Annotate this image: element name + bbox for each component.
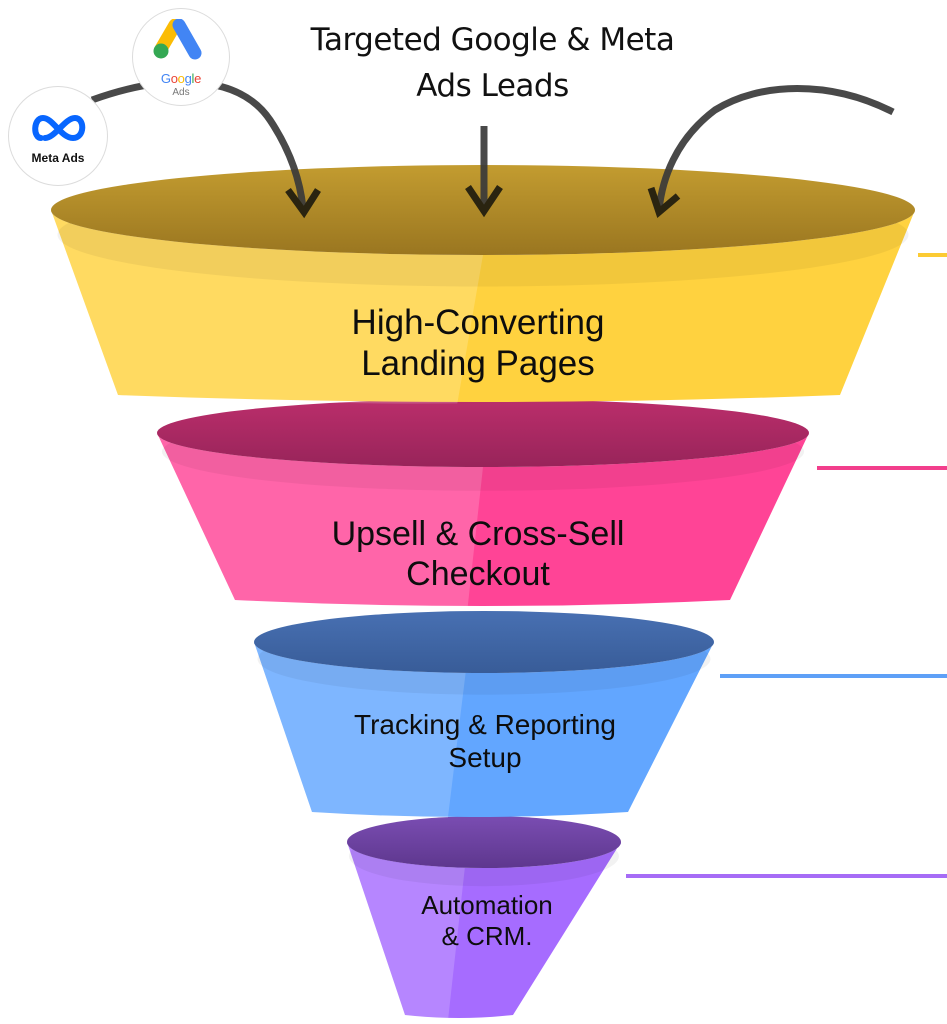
title-line-2: Ads Leads	[416, 68, 569, 104]
google-ads-sublabel: Ads	[172, 87, 190, 98]
left-arrowhead-icon	[285, 187, 321, 219]
funnel-body	[157, 433, 809, 606]
stage-label-line-1: Upsell & Cross-Sell	[331, 515, 625, 553]
google-wordmark: Google	[133, 71, 229, 86]
funnel-stage-upsell	[157, 399, 809, 608]
funnel-highlight	[157, 433, 483, 608]
google-wordmark-letter: o	[177, 71, 185, 86]
funnel-highlight	[51, 210, 483, 404]
funnel-stage-automation	[346, 816, 621, 1019]
funnel-highlight	[346, 842, 465, 1019]
funnel-stage-tracking	[253, 611, 714, 819]
funnel-rim	[157, 399, 809, 467]
center-arrowhead-icon	[465, 185, 503, 218]
title-box-lower	[385, 70, 600, 126]
meta-ads-label: Meta Ads	[31, 151, 85, 165]
google-wordmark-letter: l	[191, 71, 195, 86]
stage-label-line-2: Setup	[448, 742, 522, 774]
google-wordmark-letter: G	[160, 71, 171, 86]
stage-label-line-1: Tracking & Reporting	[354, 709, 616, 740]
google-ads-icon	[153, 19, 202, 60]
stage-label-line-1: High-Converting	[351, 303, 605, 342]
right-curved-arrow	[655, 85, 895, 211]
meta-infinity-icon	[32, 114, 86, 142]
stage-label-upsell: Upsell & Cross-Sell Checkout	[332, 514, 625, 594]
funnel-rim	[254, 611, 714, 673]
google-ads-logo: Google Ads	[132, 8, 230, 106]
funnel-highlight	[253, 642, 466, 819]
funnel-stage-landing-pages	[51, 165, 915, 404]
google-wordmark-letter: o	[170, 71, 178, 86]
funnel-body	[254, 642, 714, 817]
stage-label-landing-pages: High-Converting Landing Pages	[352, 302, 605, 385]
meta-ads-logo: Meta Ads	[8, 86, 108, 186]
stage-label-line-2: & CRM.	[441, 920, 533, 951]
right-arrowhead-icon	[647, 186, 681, 218]
funnel-body	[51, 210, 915, 402]
google-wordmark-letter: e	[194, 71, 202, 86]
stage-label-tracking: Tracking & Reporting Setup	[354, 708, 616, 774]
funnel-rim	[347, 816, 621, 868]
title-box	[265, 4, 720, 78]
stage-label-automation: Automation & CRM.	[421, 890, 553, 951]
stage-label-line-2: Landing Pages	[361, 344, 595, 384]
funnel-body	[347, 842, 621, 1018]
stage-label-line-2: Checkout	[406, 555, 550, 594]
stage-label-line-1: Automation	[421, 890, 553, 920]
title-line-1: Targeted Google & Meta	[310, 22, 675, 58]
google-wordmark-letter: g	[184, 71, 192, 86]
